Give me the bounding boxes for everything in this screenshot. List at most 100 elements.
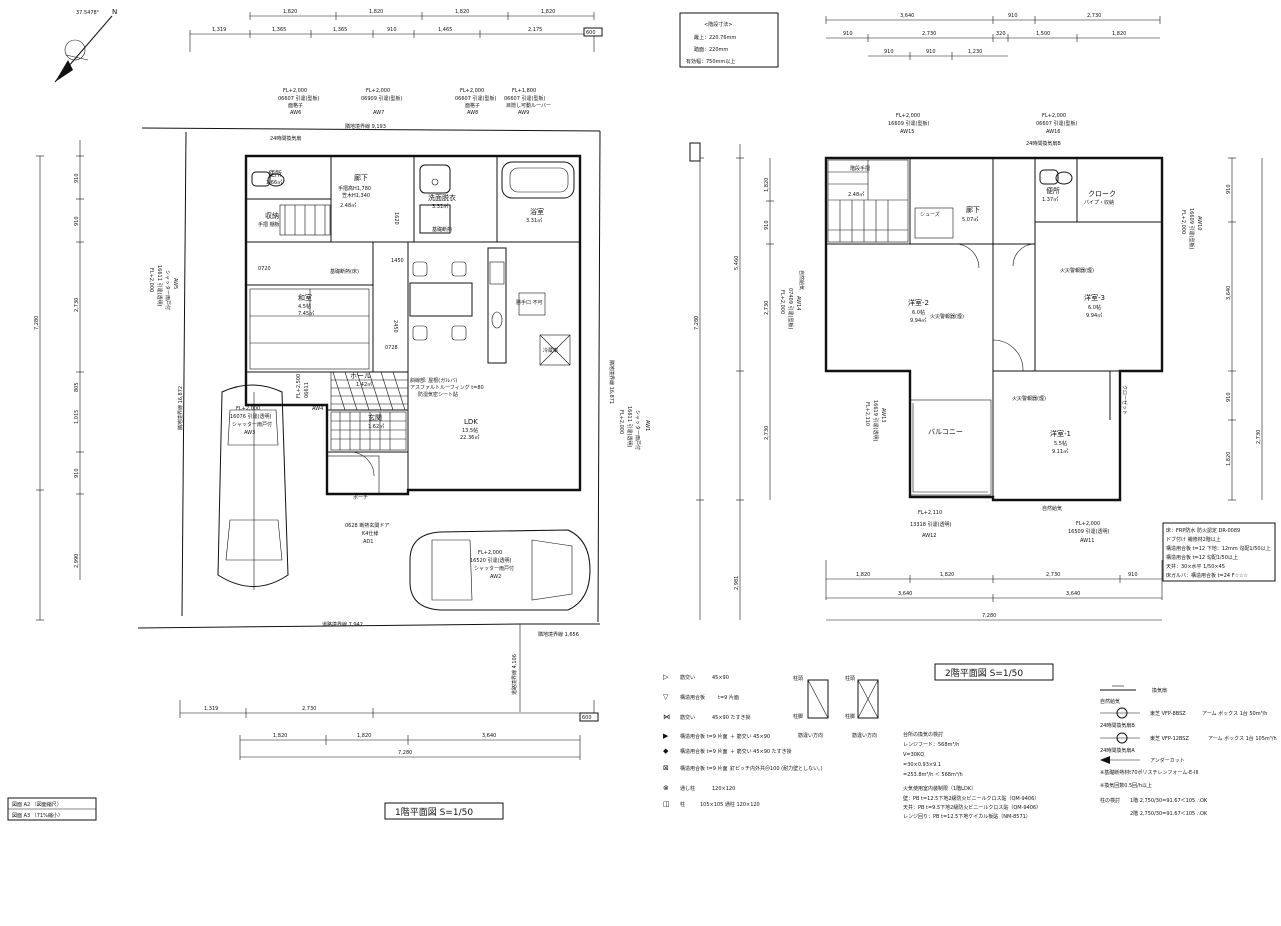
dim-total: 7,280 <box>398 750 412 756</box>
legend-sym: ▷ <box>663 673 669 681</box>
post-top: 柱頭 <box>793 675 803 682</box>
dim-tag: 600 <box>582 715 592 721</box>
window-fl: FL+2,000 <box>283 88 307 94</box>
window-id: AW7 <box>373 110 384 116</box>
stairs-2f <box>827 159 909 243</box>
dim: 7,280 <box>34 316 40 330</box>
genkan-tiles <box>330 411 407 451</box>
north-angle: 37.5478° <box>76 10 100 16</box>
dim: 910 <box>1226 184 1232 194</box>
legend-right-label: 東芝 VFP-8BSZ <box>1150 710 1186 717</box>
door-sub: K4仕様 <box>362 530 378 537</box>
window-id: AW9 <box>518 110 529 116</box>
dim: 1,365 <box>333 27 347 33</box>
window-id: AW4 <box>312 406 323 412</box>
room-size: 4.5帖 <box>298 303 311 310</box>
boundary-left: 隣地境界線 16,872 <box>177 386 184 430</box>
toilet-icon <box>251 171 271 187</box>
dim: 910 <box>74 468 80 478</box>
vent-line: V=30KQ <box>903 752 924 758</box>
window-fl: FL+2,000 <box>896 113 920 119</box>
dim: 2,730 <box>302 706 316 712</box>
window-size: 16611 引違(透明) <box>156 265 163 306</box>
window-fl: FL+2,000 <box>1042 113 1066 119</box>
note: 斜線部: 屋根(ガルバ) <box>410 377 457 384</box>
room-area: 22.36㎡ <box>460 434 479 441</box>
window-fl: FL+2,110 <box>918 510 942 516</box>
window-size: 16076 引違(透明) <box>230 413 271 420</box>
window-fl: FL+2,000 <box>366 88 390 94</box>
legend-right-label: 自然給気 <box>1100 698 1120 705</box>
note: 基礎断熱(床) <box>330 268 359 275</box>
floor1-top-dims: 1,820 1,820 1,820 1,820 1,319 1,365 1,36… <box>189 9 603 52</box>
floor2-left-dims: 7,280 5,460 2,981 1,820 910 2,730 2,730 <box>689 142 774 620</box>
window-size: 16609 引違(型板) <box>1188 208 1195 249</box>
room-name: 浴室 <box>530 207 544 216</box>
dim: 910 <box>926 49 936 55</box>
dim-tag: 1620 <box>393 212 399 225</box>
dim: 910 <box>74 173 80 183</box>
floor2-fixtures <box>914 169 1073 239</box>
dim: 3,640 <box>900 13 914 19</box>
floor1-site-boundary: 隣地境界線 9,193 道路境界線 7,942 隣地境界線 1,656 隣地境界… <box>137 123 615 712</box>
chair-icon <box>412 261 428 277</box>
legend-right-label: 24時間換気扇A <box>1100 747 1135 754</box>
note: 勝手口 不可 <box>516 299 543 306</box>
room-name: 廊下 <box>966 205 980 214</box>
window-size: 06909 引違(型板) <box>361 95 402 102</box>
boundary-right: 隣地境界線 16,871 <box>608 360 615 404</box>
room-size: 5.5帖 <box>1054 440 1067 447</box>
dim: 3,640 <box>482 733 496 739</box>
dim: 910 <box>1008 13 1018 19</box>
spec-line: 床：FRP防水 防火認定 DR-0089 <box>1166 527 1240 534</box>
legend-spec: ＋ 筋交い 45×90 <box>730 733 770 740</box>
north-label: N <box>112 8 117 16</box>
post-bottom: 柱脚 <box>793 713 803 720</box>
legend-right-label: アンダーカット <box>1150 757 1185 764</box>
legend-label: 通し柱 <box>680 785 695 792</box>
room-area: 2.48㎡ <box>848 191 864 198</box>
floor1-title: 1階平面図 S=1/50 <box>395 807 473 818</box>
window-id: AW10 <box>1196 216 1202 230</box>
floor1-side-windows: FL+2,000 16611 引違(透明) シャッター雨戸付 AW5 FL+2,… <box>148 265 650 580</box>
stair-dimension-box: <階段寸法> 蹴上：220.76mm 踏面：220mm 有効幅：750mm以上 <box>679 12 779 68</box>
dim-tag: 1450 <box>391 258 404 264</box>
boundary-bottom: 道路境界線 7,942 <box>322 621 363 628</box>
window-size: 16520 引違(透明) <box>470 557 511 564</box>
balcony-spec-box: 床：FRP防水 防火認定 DR-0089 ドブ付け 補修材2階以上 構造用合板 … <box>1162 522 1276 582</box>
note: 基礎断熱 <box>432 226 452 233</box>
dim-tag: 600 <box>586 30 596 36</box>
legend-spec: 釘ピッチ内外共＠100 (耐力壁としない。) <box>730 765 823 772</box>
room-name: クローゼット <box>1121 385 1128 415</box>
dim: 805 <box>74 382 80 392</box>
window-size: 06607 引違(型板) <box>455 95 496 102</box>
room-name: 冷蔵庫 <box>543 347 558 354</box>
window-id: AW1 <box>644 420 650 431</box>
dim: 320 <box>996 31 1006 37</box>
room-name: 洗面脱衣 <box>428 193 456 202</box>
spec-line: 構造用合板 t=12 下地：12mm 勾配1/50以上 <box>1166 545 1271 552</box>
dim: 1,820 <box>940 572 954 578</box>
shoe-shelf-icon <box>914 207 954 239</box>
dim: 2,730 <box>1256 430 1262 444</box>
legend-right-label: 24時間換気扇B <box>1100 722 1135 729</box>
window-fl: FL+2,000 <box>1180 210 1186 234</box>
window-size: 06611 <box>304 382 310 398</box>
legend-sym: ◆ <box>663 747 669 755</box>
stairs-1f <box>330 371 409 411</box>
scale-note: 図面 A2 （図面縮尺） 図面 A3 （71%縮小） <box>7 797 97 821</box>
room-area: 1.42㎡ <box>356 381 372 388</box>
room-name: クローク <box>1088 190 1116 198</box>
spec-line: 構造用合板 t=12 勾配1/50以上 <box>1166 554 1238 561</box>
room-area: 1.37㎡ <box>1042 196 1058 203</box>
legend-label: 構造用合板 t=9 片面 <box>680 748 728 755</box>
stair-box-line: 蹴上：220.76mm <box>694 34 736 41</box>
window-opt: シャッター雨戸付 <box>634 410 641 450</box>
legend-spec: 105×105 通柱 120×120 <box>700 801 760 808</box>
check-line: 1階 2,750/30=91.67＜105 ∴OK <box>1130 797 1208 804</box>
window-fl: FL+1,800 <box>512 88 536 94</box>
vent-title: 台所の換気の検討 <box>903 731 943 738</box>
room-name: ポーチ <box>353 494 368 501</box>
window-fl: FL+2,500 <box>296 374 302 398</box>
fire-line: 天井：PB t=9.5下地2級防火ビニールクロス貼（QM-9406） <box>903 804 1041 811</box>
